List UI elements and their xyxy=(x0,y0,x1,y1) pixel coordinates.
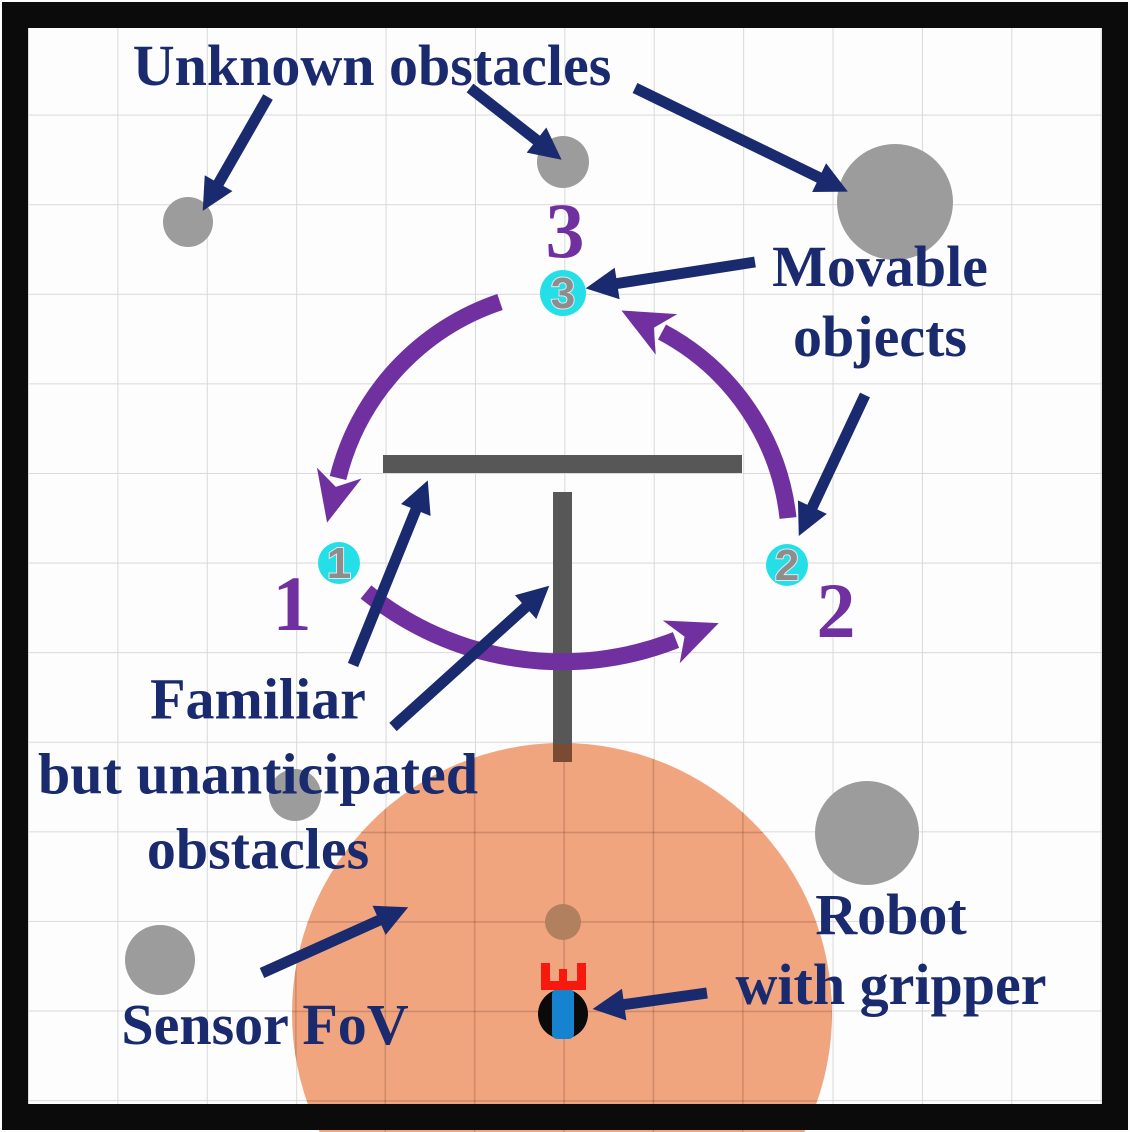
unknown-obstacle-bottom-right xyxy=(815,781,919,885)
unknown-obstacle-small-left xyxy=(163,197,213,247)
arrow-movable-to-object-2 xyxy=(797,392,870,536)
label-movable-line1: Movable xyxy=(772,234,988,299)
label-familiar-line3: obstacles xyxy=(146,816,370,882)
movable-object-1-digit: 1 xyxy=(327,539,351,588)
label-robot: Robot with gripper xyxy=(736,880,1047,1020)
arrow-familiar-to-horizontal-wall xyxy=(347,480,431,668)
unknown-obstacle-mid-left xyxy=(269,769,321,821)
label-unknown-obstacles: Unknown obstacles xyxy=(132,33,612,98)
unknown-obstacle-bottom-left xyxy=(125,925,195,995)
goal-number-2: 2 xyxy=(816,567,856,654)
label-familiar-line1: Familiar xyxy=(150,666,366,732)
movable-object-1 xyxy=(318,542,360,584)
goal-number-3: 3 xyxy=(545,187,585,274)
label-familiar-obstacles: Familiar but unanticipated obstacles xyxy=(38,662,478,887)
arrow-unknown-to-left-circle xyxy=(202,94,273,211)
gripper-icon xyxy=(541,963,586,990)
label-familiar-line2: but unanticipated xyxy=(38,741,478,807)
wall-vertical-sensed-tip xyxy=(553,744,572,762)
label-sensor-fov: Sensor FoV xyxy=(121,992,409,1057)
cycle-arrow-2-to-3 xyxy=(621,310,797,519)
robot-with-gripper xyxy=(538,963,588,1039)
arrow-unknown-to-mid-circle xyxy=(466,83,562,160)
cycle-arrow-1-to-2 xyxy=(360,585,719,671)
unknown-obstacle-large-top-right xyxy=(837,144,953,260)
movable-object-2 xyxy=(766,544,808,586)
sensed-obstacle-dot xyxy=(545,904,581,940)
label-robot-line2: with gripper xyxy=(735,952,1047,1017)
cycle-arrow-3-to-1 xyxy=(316,293,503,523)
label-movable-objects: Movable objects xyxy=(772,232,988,372)
arrow-robot xyxy=(592,987,708,1021)
goal-number-1: 1 xyxy=(272,560,312,647)
movable-object-3-digit: 3 xyxy=(551,269,575,318)
robot-stripe xyxy=(552,989,574,1039)
unknown-obstacle-top-middle xyxy=(537,136,589,188)
arrow-movable-to-object-3 xyxy=(585,256,756,300)
label-movable-line2: objects xyxy=(793,304,967,369)
wall-horizontal xyxy=(383,455,742,473)
arrow-unknown-to-right-circle xyxy=(632,83,848,192)
arrow-sensor-fov xyxy=(259,905,409,979)
arrow-familiar-to-vertical-wall xyxy=(389,585,550,732)
movable-object-3 xyxy=(540,270,586,316)
wall-vertical xyxy=(553,492,572,762)
movable-object-2-digit: 2 xyxy=(775,541,799,590)
label-robot-line1: Robot xyxy=(815,882,967,947)
